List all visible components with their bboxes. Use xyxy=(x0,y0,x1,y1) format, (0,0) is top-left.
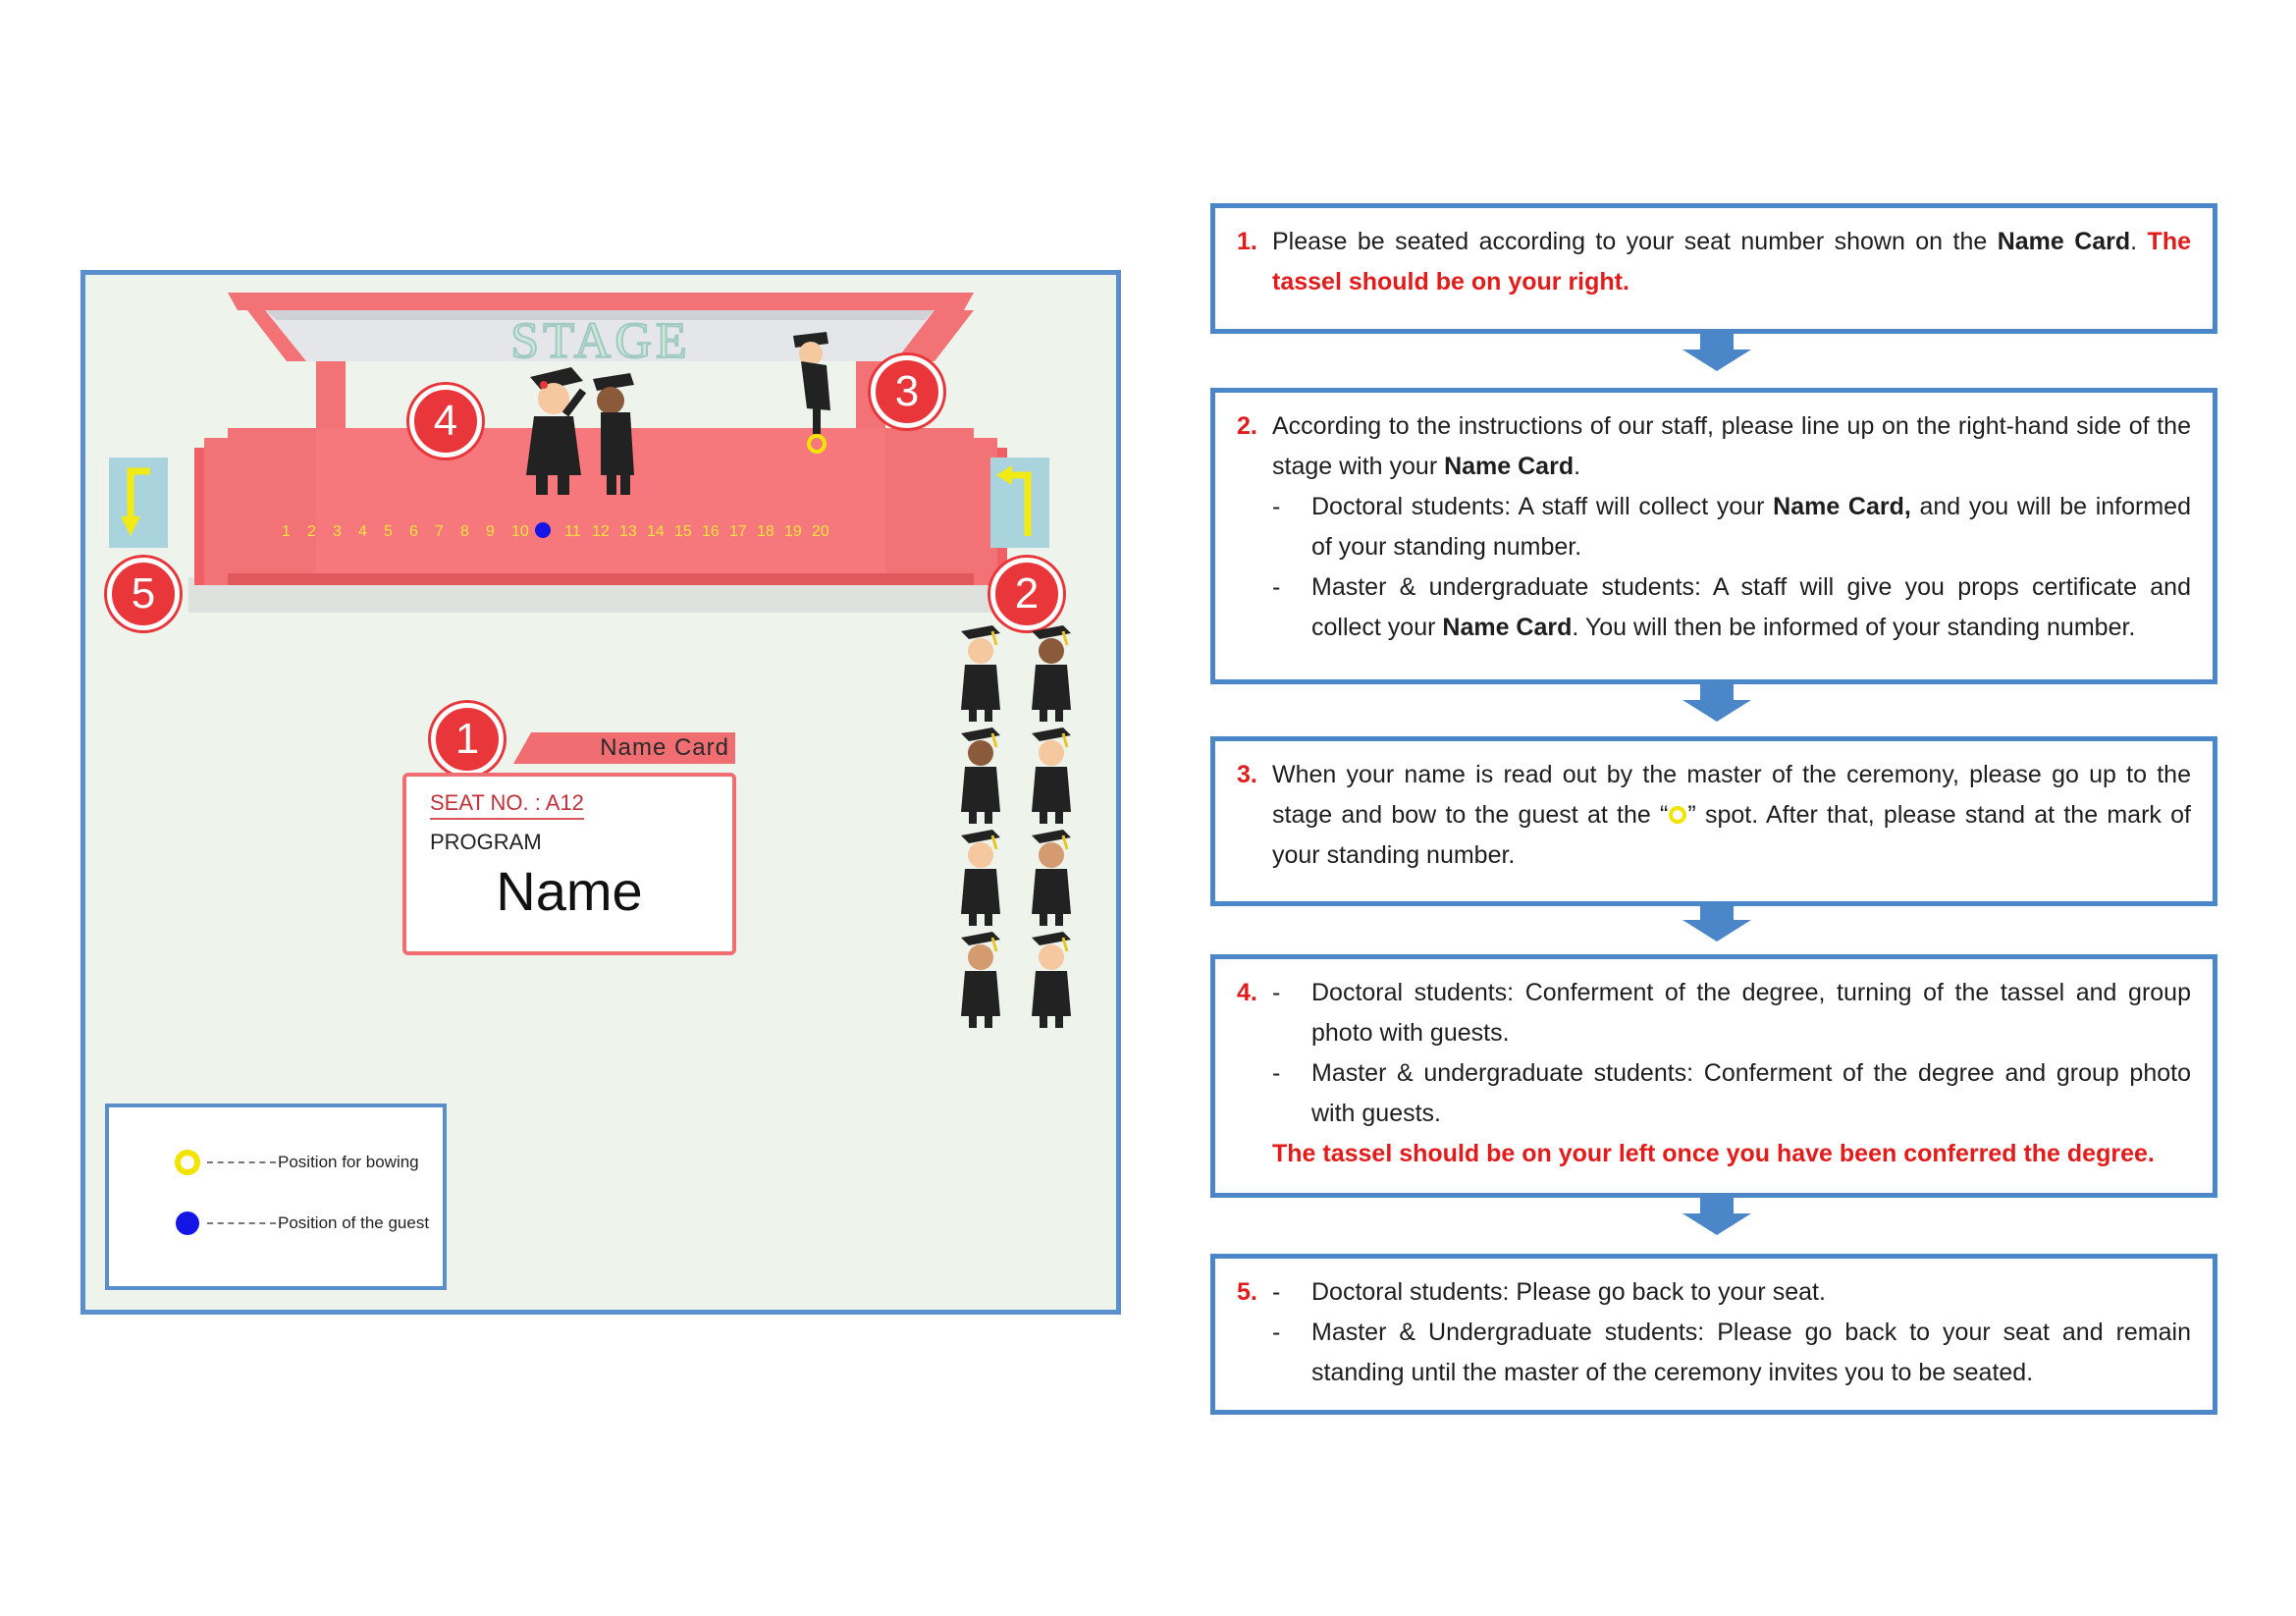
legend-guest-label: Position of the guest xyxy=(278,1213,430,1232)
standing-number: 10 xyxy=(511,523,529,540)
bowing-spot-icon xyxy=(175,1150,200,1175)
standing-number: 11 xyxy=(564,523,581,540)
down-arrow-icon xyxy=(1682,684,1751,722)
legend-guest: Position of the guest xyxy=(174,1210,429,1237)
doctoral-instruction: -Doctoral students: A staff will collect… xyxy=(1272,493,2191,561)
step-1-box: 1. Please be seated according to your se… xyxy=(1210,203,2217,334)
graduate-figure xyxy=(1032,932,1071,1028)
circle-step-4: 4 xyxy=(409,385,482,458)
standing-number: 3 xyxy=(333,523,342,540)
circle-step-1: 1 xyxy=(431,703,504,776)
tassel-right-note: The tassel should be on your right. xyxy=(1272,228,2191,296)
step-number: 3. xyxy=(1237,761,1257,788)
stage: STAGE xyxy=(188,293,1013,613)
down-arrow-icon xyxy=(1682,1198,1751,1235)
ceremony-floor-plan: STAGE xyxy=(80,270,1121,1315)
stage-sign: STAGE xyxy=(510,313,690,369)
step-number: 5. xyxy=(1237,1278,1257,1306)
doctoral-return: -Doctoral students: Please go back to yo… xyxy=(1272,1278,1826,1306)
guest-bowing-figure xyxy=(593,373,634,495)
standing-number: 4 xyxy=(358,523,367,540)
standing-number: 5 xyxy=(384,523,393,540)
standing-number: 17 xyxy=(729,523,747,540)
standing-number: 20 xyxy=(812,523,829,540)
master-return: -Master & Undergraduate students: Please… xyxy=(1272,1319,2191,1386)
arrow-turn-down-icon xyxy=(121,467,150,536)
circle-step-3: 3 xyxy=(871,355,943,428)
step-2-box: 2. According to the instructions of our … xyxy=(1210,388,2217,684)
exit-arrow xyxy=(109,458,168,548)
standing-number: 15 xyxy=(674,523,692,540)
graduate-figure xyxy=(1032,727,1071,824)
guest-spot-icon xyxy=(535,522,551,538)
step-number: 2. xyxy=(1237,412,1257,440)
standing-number: 6 xyxy=(409,523,418,540)
graduate-figure xyxy=(961,625,1000,722)
name-label: Name xyxy=(496,860,643,922)
standing-number: 16 xyxy=(702,523,720,540)
master-conferment: -Master & undergraduate students: Confer… xyxy=(1272,1059,2191,1127)
graduate-figure xyxy=(1032,830,1071,926)
standing-number: 7 xyxy=(435,523,444,540)
graduate-figure xyxy=(961,830,1000,926)
graduate-figure xyxy=(1032,625,1071,722)
standing-number: 12 xyxy=(592,523,610,540)
name-card: SEAT NO. : A12 PROGRAM Name xyxy=(402,773,736,955)
name-card-tab: Name Card xyxy=(513,732,735,764)
standing-number: 13 xyxy=(619,523,637,540)
doctoral-conferment: -Doctoral students: Conferment of the de… xyxy=(1272,979,2191,1047)
graduate-figures xyxy=(961,625,1071,1028)
graduate-bowing-figure xyxy=(793,332,830,434)
circle-step-5: 5 xyxy=(107,558,180,630)
step-number: 1. xyxy=(1237,228,1257,255)
arrow-turn-up-icon xyxy=(996,465,1032,536)
graduate-figure xyxy=(961,932,1000,1028)
step-number: 4. xyxy=(1237,979,1257,1006)
step-5-box: 5. -Doctoral students: Please go back to… xyxy=(1210,1254,2217,1415)
entry-arrow xyxy=(990,458,1049,548)
down-arrow-icon xyxy=(1682,334,1751,371)
down-arrow-icon xyxy=(1682,904,1751,942)
graduate-receiving-figure xyxy=(526,367,587,495)
seat-number: SEAT NO. : A12 xyxy=(430,790,584,820)
step-4-box: 4. -Doctoral students: Conferment of the… xyxy=(1210,954,2217,1198)
standing-number: 9 xyxy=(486,523,495,540)
bowing-spot-icon xyxy=(807,434,827,454)
program-label: PROGRAM xyxy=(430,830,542,854)
tassel-left-note: The tassel should be on your left once y… xyxy=(1272,1140,2155,1167)
standing-number: 14 xyxy=(647,523,665,540)
standing-number: 2 xyxy=(307,523,316,540)
standing-number: 18 xyxy=(757,523,774,540)
master-instruction: -Master & undergraduate students: A staf… xyxy=(1272,573,2191,641)
circle-step-2: 2 xyxy=(990,558,1063,630)
standing-number: 19 xyxy=(784,523,802,540)
legend-bowing: Position for bowing xyxy=(174,1149,419,1176)
legend-bowing-label: Position for bowing xyxy=(278,1153,419,1171)
bowing-spot-icon xyxy=(1669,806,1687,824)
standing-number: 1 xyxy=(282,523,291,540)
standing-number: 8 xyxy=(460,523,469,540)
step-3-box: 3. When your name is read out by the mas… xyxy=(1210,736,2217,906)
graduate-figure xyxy=(961,727,1000,824)
legend: Position for bowing Position of the gues… xyxy=(105,1104,447,1290)
guest-spot-icon xyxy=(176,1212,199,1235)
